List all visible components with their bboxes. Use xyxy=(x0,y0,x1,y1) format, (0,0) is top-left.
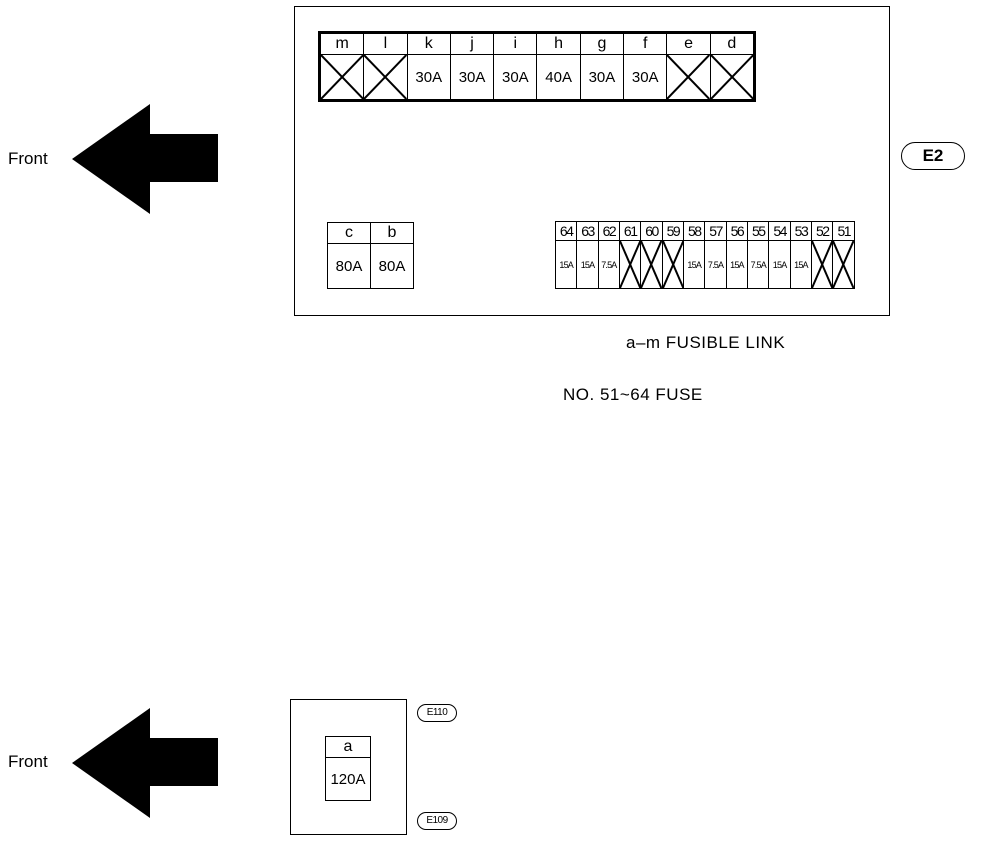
fuse-row-header-59: 59 xyxy=(661,221,685,241)
fuse-row-header-53: 53 xyxy=(789,221,813,241)
top-row-value-k: 30A xyxy=(406,54,451,100)
fuse-row-empty-slot-51 xyxy=(832,240,855,289)
top-row-value-i: 30A xyxy=(493,54,538,100)
top-row-value-g: 30A xyxy=(579,54,625,100)
fusible-link-a-block: a 120A xyxy=(325,736,371,801)
top-row-header-m: m xyxy=(319,33,365,55)
fuse-row-value-62: 7.5A xyxy=(597,240,621,289)
top-row-header-k: k xyxy=(406,33,451,55)
top-row-empty-slot-l xyxy=(363,54,408,100)
fuse-row-empty-slot-52 xyxy=(811,240,834,289)
fuse-block-panel xyxy=(294,6,890,316)
fusible-link-a-header: a xyxy=(325,736,371,758)
top-row-header-l: l xyxy=(363,33,408,55)
main-fusible-link-panel xyxy=(290,699,407,835)
front-arrow-top-icon xyxy=(72,104,218,214)
fuse-row-header-58: 58 xyxy=(683,221,706,241)
front-label-bottom: Front xyxy=(8,752,48,771)
fuse-row-header-55: 55 xyxy=(747,221,770,241)
fuse-row-header-52: 52 xyxy=(811,221,834,241)
top-row-value-f: 30A xyxy=(623,54,668,100)
fuse-row-value-56: 15A xyxy=(725,240,749,289)
top-row-value-h: 40A xyxy=(536,54,581,100)
fuse-row-value-64: 15A xyxy=(554,240,578,289)
fuse-row-empty-slot-59 xyxy=(661,240,685,289)
left-block-value-c: 80A xyxy=(327,243,371,289)
fuse-row-header-56: 56 xyxy=(725,221,749,241)
fuse-row-value-63: 15A xyxy=(576,240,599,289)
fuse-row-header-60: 60 xyxy=(640,221,663,241)
top-row-header-d: d xyxy=(709,33,755,55)
front-label-top: Front xyxy=(8,149,48,168)
fuse-row-value-58: 15A xyxy=(683,240,706,289)
top-row-header-i: i xyxy=(493,33,538,55)
left-block-value-b: 80A xyxy=(370,243,414,289)
connector-e110-badge: E110 xyxy=(417,704,457,722)
top-row-empty-slot-e xyxy=(666,54,711,100)
fuse-row-header-63: 63 xyxy=(576,221,599,241)
fusible-link-a-value: 120A xyxy=(325,757,371,801)
top-row-empty-slot-m xyxy=(319,54,365,100)
top-row-header-h: h xyxy=(536,33,581,55)
fuse-row-value-55: 7.5A xyxy=(747,240,770,289)
fuse-row-value-54: 15A xyxy=(768,240,791,289)
front-arrow-bottom-icon xyxy=(72,708,218,818)
fusible-link-caption: a–m FUSIBLE LINK xyxy=(626,333,786,352)
fuse-row-header-61: 61 xyxy=(619,221,642,241)
fuse-row-value-53: 15A xyxy=(789,240,813,289)
top-row-empty-slot-d xyxy=(709,54,755,100)
connector-e2-badge: E2 xyxy=(901,142,965,170)
connector-e109-badge: E109 xyxy=(417,812,457,830)
fuse-row-empty-slot-60 xyxy=(640,240,663,289)
fuse-row-value-57: 7.5A xyxy=(704,240,727,289)
left-block-header-c: c xyxy=(327,222,371,244)
fuse-row-header-64: 64 xyxy=(554,221,578,241)
top-row-header-g: g xyxy=(579,33,625,55)
top-row-header-f: f xyxy=(623,33,668,55)
left-block-header-b: b xyxy=(370,222,414,244)
fuse-row-header-57: 57 xyxy=(704,221,727,241)
top-row-header-e: e xyxy=(666,33,711,55)
top-row-value-j: 30A xyxy=(449,54,495,100)
fuse-caption: NO. 51~64 FUSE xyxy=(563,385,703,404)
fuse-row-header-54: 54 xyxy=(768,221,791,241)
fuse-row-header-51: 51 xyxy=(832,221,855,241)
fuse-row-header-62: 62 xyxy=(597,221,621,241)
top-row-header-j: j xyxy=(449,33,495,55)
fuse-row-empty-slot-61 xyxy=(619,240,642,289)
